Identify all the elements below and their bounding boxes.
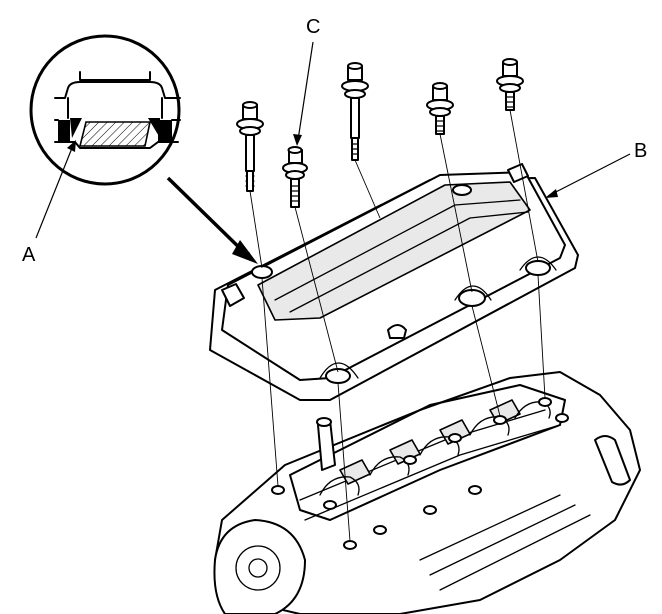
hatched-seal	[78, 121, 151, 147]
bolt-1	[236, 101, 264, 192]
boss-hole	[525, 260, 551, 276]
bolt-2	[282, 146, 308, 208]
bolt-4	[426, 82, 454, 135]
cylinder-head	[213, 371, 641, 614]
callout-a: A	[22, 244, 36, 266]
cover-bolts	[236, 58, 546, 542]
bolt-3	[341, 62, 369, 161]
boss-hole	[452, 184, 472, 196]
arrowhead-icon	[232, 240, 258, 264]
inset-circle	[29, 34, 181, 186]
cam-pulley	[213, 519, 306, 614]
callout-c: C	[306, 16, 320, 38]
valve-cover	[209, 163, 579, 401]
shaft-stub	[317, 419, 336, 471]
gasket-detail-inset	[29, 34, 181, 186]
callout-b: B	[634, 140, 647, 162]
boss-hole	[458, 289, 486, 307]
alignment-lines	[249, 109, 546, 542]
callout-leaders	[35, 41, 631, 239]
bolt-5	[496, 58, 524, 111]
